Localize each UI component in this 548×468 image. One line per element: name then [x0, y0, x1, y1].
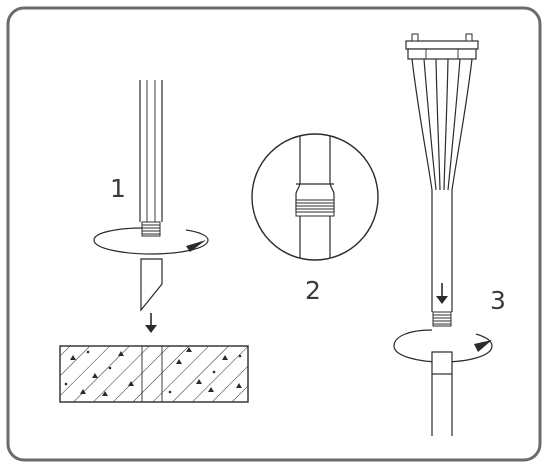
step-1-label: 1 [110, 174, 126, 203]
upper-pole [431, 190, 453, 312]
step-2-label: 2 [305, 276, 321, 305]
down-arrow-icon [436, 283, 448, 304]
lamp-rods [411, 58, 473, 191]
down-arrow-icon [145, 313, 157, 333]
lower-pole [431, 351, 453, 436]
lamp-crown [405, 33, 479, 60]
step-2-group: 2 [251, 133, 379, 305]
rotation-arrow-icon [93, 227, 209, 255]
magnified-joint [295, 134, 335, 260]
pole-shaft [139, 80, 163, 222]
threaded-coupling [432, 311, 452, 327]
threaded-end [141, 221, 161, 237]
thread-detail [295, 199, 335, 217]
step-3-group: 3 [393, 33, 506, 436]
magnifier-circle [251, 133, 379, 261]
step-1-group: 1 [59, 80, 249, 403]
ground-spike [140, 258, 163, 312]
ground-block [59, 345, 249, 403]
step-3-label: 3 [490, 286, 506, 315]
